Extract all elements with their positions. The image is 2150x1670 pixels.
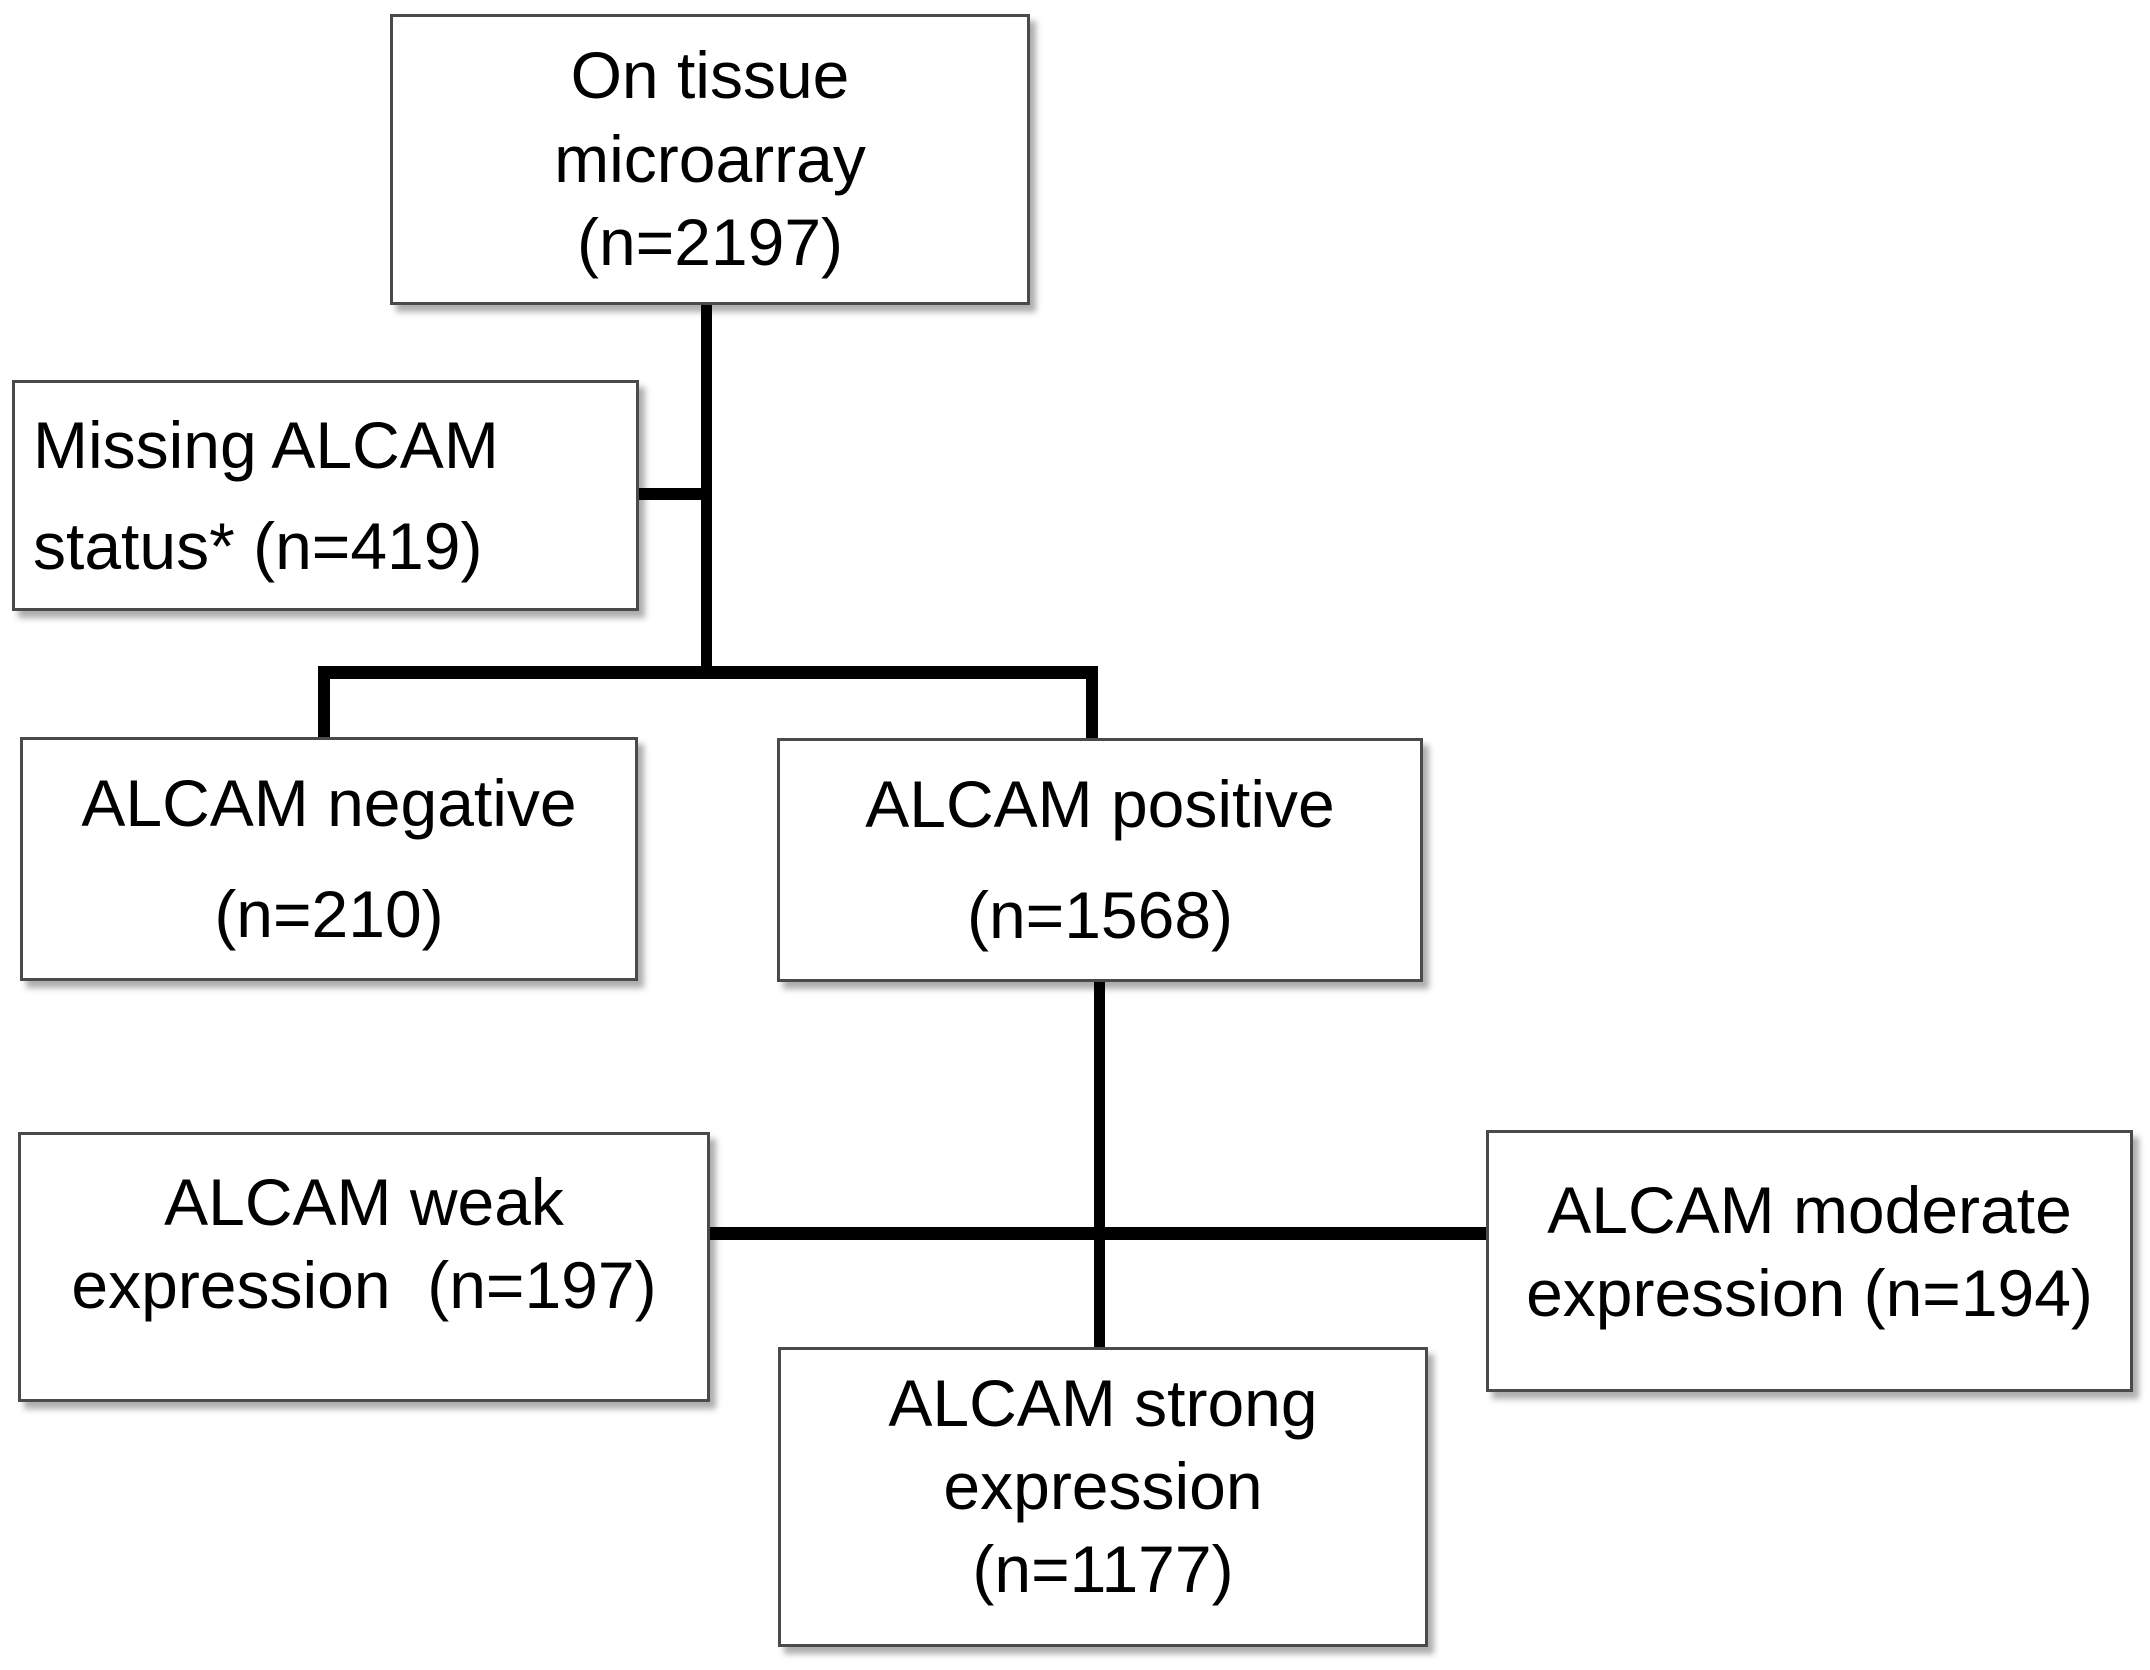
node-line: expression (n=197)	[71, 1248, 657, 1323]
node-alcam-positive: ALCAM positive (n=1568)	[777, 738, 1423, 982]
node-line: ALCAM weak	[164, 1165, 564, 1239]
node-alcam-weak-expression: ALCAM weak expression (n=197)	[18, 1132, 710, 1402]
node-line: status* (n=419)	[33, 508, 483, 583]
connector-tma-to-branch	[701, 303, 712, 673]
node-line: (n=1177)	[972, 1532, 1234, 1607]
node-missing-alcam-status: Missing ALCAM status* (n=419)	[12, 380, 639, 611]
node-line: ALCAM moderate	[1547, 1173, 2072, 1247]
node-line: (n=1568)	[966, 878, 1234, 952]
connector-drop-to-positive	[1086, 666, 1098, 742]
connector-branch-horizontal	[318, 666, 1098, 679]
connector-weak-moderate	[708, 1227, 1488, 1240]
node-line: ALCAM positive	[865, 767, 1335, 842]
connector-missing-stub	[636, 488, 706, 500]
node-line: expression (n=194)	[1526, 1256, 2093, 1331]
node-line: On tissue	[570, 37, 850, 112]
node-on-tissue-microarray: On tissue microarray (n=2197)	[390, 14, 1030, 305]
connector-drop-to-negative	[318, 666, 330, 742]
node-line: expression	[943, 1449, 1263, 1524]
node-line: (n=210)	[214, 877, 444, 951]
node-line: Missing ALCAM	[33, 408, 499, 483]
node-alcam-negative: ALCAM negative (n=210)	[20, 737, 638, 981]
node-alcam-strong-expression: ALCAM strong expression (n=1177)	[778, 1347, 1428, 1647]
connector-positive-to-strong	[1094, 979, 1105, 1351]
node-line: microarray	[554, 121, 866, 196]
node-alcam-moderate-expression: ALCAM moderate expression (n=194)	[1486, 1130, 2133, 1392]
node-line: ALCAM negative	[81, 766, 577, 841]
node-line: (n=2197)	[576, 205, 844, 280]
node-line: ALCAM strong	[888, 1366, 1318, 1440]
